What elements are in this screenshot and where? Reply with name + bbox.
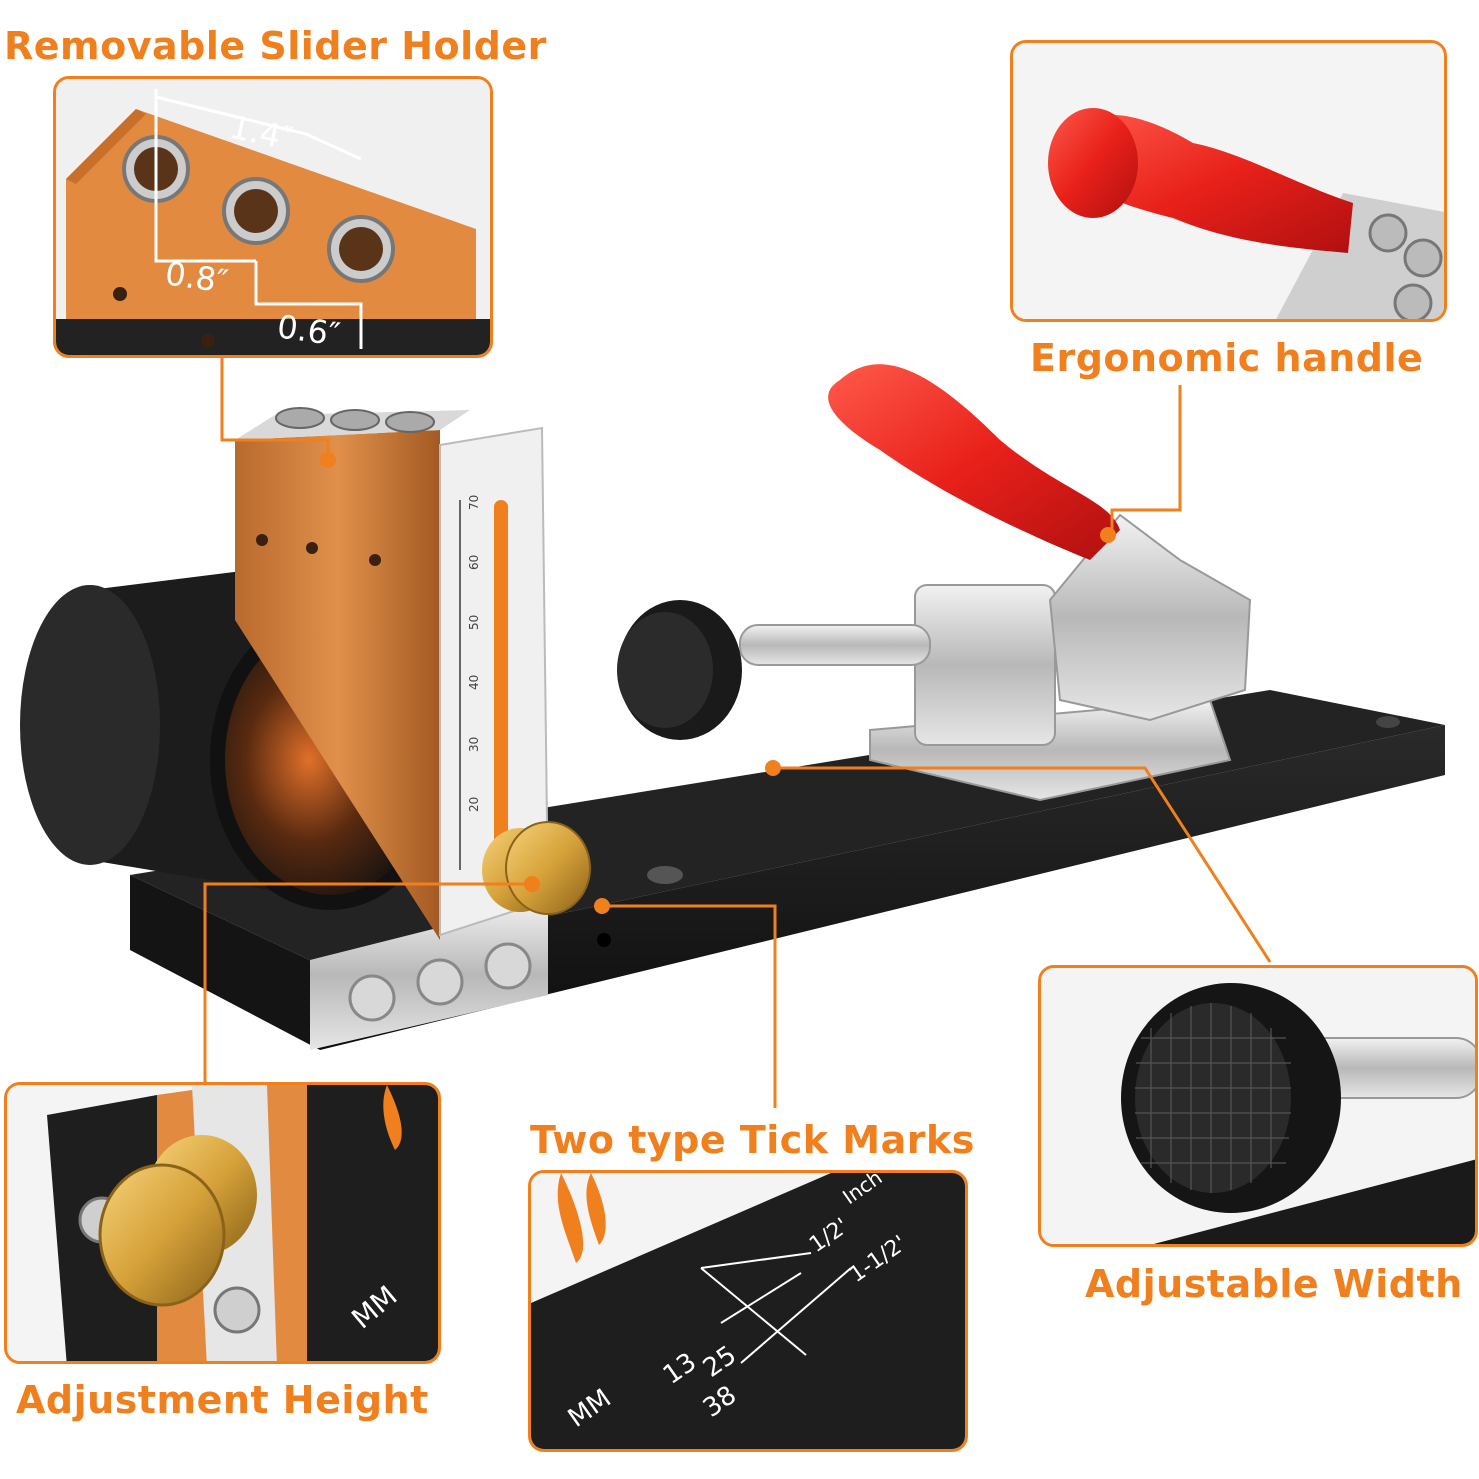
label-adjustment-height: Adjustment Height (16, 1378, 429, 1422)
tick-marks-detail: Inch 1/2' 1-1/2' 13 25 38 MM (531, 1173, 965, 1449)
callout-lines (203, 358, 1272, 1108)
ruler-tick-20: 20 (467, 797, 481, 812)
dimension-0-6: 0.6″ (275, 307, 343, 353)
slider-holder (235, 407, 470, 940)
brass-knob (482, 821, 591, 915)
panel-ergonomic-handle (1010, 40, 1447, 322)
panel-tick-marks: Inch 1/2' 1-1/2' 13 25 38 MM (528, 1170, 968, 1452)
ruler-tick-60: 60 (467, 555, 481, 570)
panel-slider-holder: 1.4″ 0.8″ 0.6″ (53, 76, 493, 358)
toggle-clamp (617, 364, 1252, 802)
width-detail (1041, 968, 1475, 1244)
height-ruler (439, 426, 550, 937)
label-adjustable-width: Adjustable Width (1085, 1262, 1463, 1306)
handle-detail (1013, 43, 1444, 319)
ruler-tick-70: 70 (467, 495, 481, 510)
label-two-type-tick-marks: Two type Tick Marks (530, 1118, 975, 1162)
dimension-0-8: 0.8″ (163, 254, 231, 300)
panel-adjustable-width (1038, 965, 1478, 1247)
panel-adjustment-height: MM (4, 1082, 441, 1364)
slider-holder-detail: 1.4″ 0.8″ 0.6″ (56, 79, 490, 355)
ruler-tick-40: 40 (467, 675, 481, 690)
front-bracket (310, 900, 548, 1050)
label-removable-slider-holder: Removable Slider Holder (4, 24, 547, 68)
height-detail: MM (7, 1085, 438, 1361)
ruler-tick-50: 50 (467, 615, 481, 630)
label-ergonomic-handle: Ergonomic handle (1030, 336, 1424, 380)
ruler-tick-30: 30 (467, 737, 481, 752)
callout-dots (320, 452, 1116, 914)
